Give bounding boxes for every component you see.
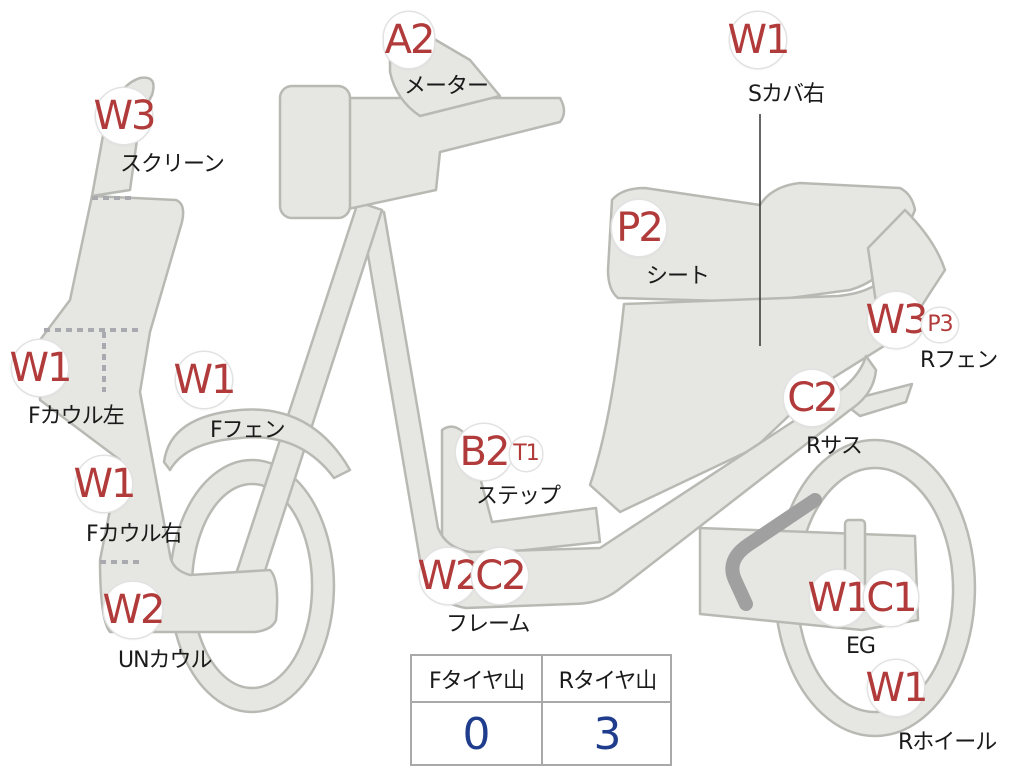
badge-w3-screen[interactable]: W3 [93,88,157,144]
label-frame: フレーム [446,612,530,637]
badge-code: W3 [93,93,157,139]
label-front-cowl-left: Fカウル左 [28,404,125,429]
label-rear-suspension: Rサス [806,434,863,459]
label-seat: シート [646,264,710,289]
badge-w1-engine[interactable]: W1 [807,570,871,626]
badge-w1-side-cover[interactable]: W1 [727,12,791,68]
badge-w2-under-cowl[interactable]: W2 [102,582,166,638]
badge-code: B2 [459,429,511,475]
badge-c2-rear-suspension[interactable]: C2 [784,370,840,426]
badge-w1-cowl-right[interactable]: W1 [73,456,137,512]
badge-code: A2 [384,17,436,63]
label-rear-fender: Rフェン [920,348,998,373]
badge-w1-cowl-left[interactable]: W1 [9,340,73,396]
label-engine: EG [846,634,876,659]
badge-code: C2 [787,375,838,421]
front-grip[interactable] [278,84,352,220]
badge-w2-frame[interactable]: W2 [417,548,481,604]
label-under-cowl: UNカウル [118,648,213,673]
badge-code: W1 [727,17,791,63]
badge-code: W1 [9,345,73,391]
badge-t1-step[interactable]: T1 [510,437,542,471]
badge-code: W2 [102,587,166,633]
badge-c1-engine[interactable]: C1 [864,570,918,626]
badge-code: C2 [475,553,526,599]
front-tire-value[interactable]: 0 [462,708,491,760]
handlebar[interactable] [316,96,566,214]
label-front-fender: Fフェン [210,418,286,443]
front-wheel[interactable] [168,458,336,714]
front-cowl[interactable] [38,194,279,634]
badge-w3-rear-fender[interactable]: W3 [865,292,929,348]
rear-tire-header: Rタイヤ山 [558,669,658,694]
badge-a2-meter[interactable]: A2 [384,12,436,68]
badge-code: P2 [616,205,664,251]
seat[interactable] [606,181,917,304]
badge-code: C1 [866,575,917,621]
badge-b2-step[interactable]: B2 [456,424,512,480]
badge-code: W3 [865,297,929,343]
label-side-cover-right: Sカバ右 [748,82,825,107]
badge-code: P3 [927,312,953,337]
frame-tube[interactable] [358,206,878,610]
label-front-cowl-right: Fカウル右 [86,522,183,547]
label-step: ステップ [476,484,561,509]
table-divider-vertical [541,656,543,764]
badge-p2-seat[interactable]: P2 [612,200,666,256]
label-meter: メーター [404,74,489,99]
tire-tread-table: Fタイヤ山 Rタイヤ山 0 3 [410,654,672,766]
badge-w1-front-fender[interactable]: W1 [173,352,237,408]
badge-code: W1 [807,575,871,621]
badge-code: W1 [865,665,929,711]
rear-suspension[interactable] [840,382,914,418]
badge-code: T1 [513,441,539,466]
badge-code: W1 [173,357,237,403]
rear-wheel[interactable] [773,438,977,738]
badge-p3-rear-fender[interactable]: P3 [922,308,958,342]
badge-w1-rear-wheel[interactable]: W1 [865,660,929,716]
rear-tire-value[interactable]: 3 [593,708,622,760]
exhaust-pipe [725,493,822,611]
label-rear-wheel: Rホイール [898,730,997,755]
front-tire-header: Fタイヤ山 [429,669,525,694]
badge-code: W2 [417,553,481,599]
badge-code: W1 [73,461,137,507]
front-fender[interactable] [162,408,352,480]
badge-c2-frame[interactable]: C2 [472,548,528,604]
label-screen: スクリーン [120,152,225,177]
